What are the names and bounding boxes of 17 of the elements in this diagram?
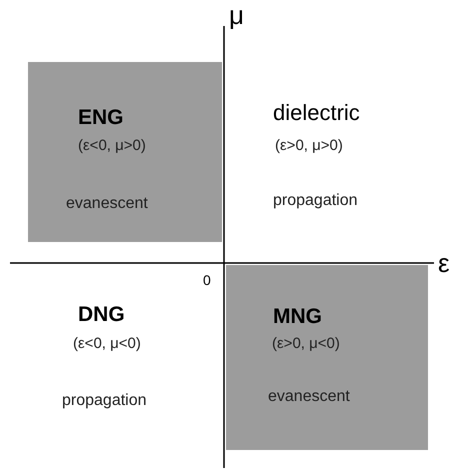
region-title: DNG: [78, 302, 125, 328]
wave-type-text: evanescent: [268, 387, 350, 407]
wave-type-text: propagation: [62, 391, 147, 411]
region-title: dielectric: [273, 99, 360, 127]
region-title: ENG: [78, 105, 124, 131]
axis-label: μ: [229, 2, 244, 28]
condition-text: (ε<0, μ<0): [73, 334, 141, 354]
wave-type-text: evanescent: [66, 194, 148, 214]
condition-text: (ε>0, μ>0): [275, 136, 343, 156]
wave-type-text: propagation: [273, 191, 358, 211]
origin-label: 0: [203, 271, 211, 290]
shaded-region: [28, 62, 222, 242]
region-title: MNG: [273, 304, 322, 330]
condition-text: (ε<0, μ>0): [78, 136, 146, 156]
axis-label: ε: [438, 250, 450, 276]
shaded-region: [226, 265, 428, 450]
condition-text: (ε>0, μ<0): [272, 334, 340, 354]
